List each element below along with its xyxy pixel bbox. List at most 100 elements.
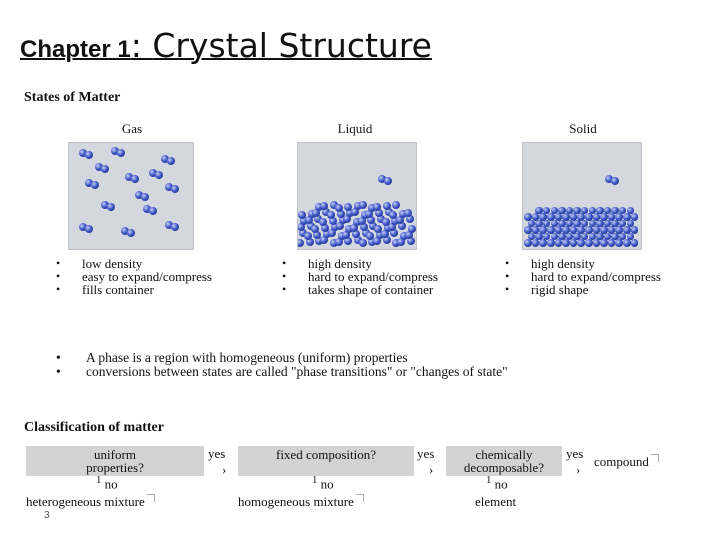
molecule-dot bbox=[573, 232, 581, 241]
molecule-dot bbox=[569, 213, 578, 221]
molecule-dot bbox=[531, 213, 540, 221]
gas-prop: low density bbox=[56, 257, 236, 270]
molecule-dot bbox=[577, 226, 585, 234]
molecule-dot bbox=[588, 219, 597, 228]
molecule-dot bbox=[547, 239, 555, 247]
yes-label: yes bbox=[566, 446, 584, 461]
molecule-dot bbox=[321, 224, 330, 232]
molecule-dot bbox=[378, 175, 386, 183]
molecule-dot bbox=[398, 222, 407, 230]
molecule-dot bbox=[623, 213, 631, 221]
molecule-dot bbox=[300, 217, 308, 225]
molecule-dot bbox=[618, 206, 627, 215]
molecule-dot bbox=[626, 232, 635, 241]
molecule-dot bbox=[360, 211, 369, 219]
decomposable-box-text: chemically decomposable? bbox=[463, 447, 545, 475]
molecule-dot bbox=[527, 219, 536, 228]
molecule-dot bbox=[389, 211, 398, 219]
title-topic: Crystal Structure bbox=[152, 26, 432, 65]
molecule-dot bbox=[585, 213, 593, 221]
result-element: element bbox=[475, 494, 517, 509]
molecule-dot bbox=[400, 232, 409, 240]
molecule-dot bbox=[365, 210, 374, 218]
molecule-dot bbox=[562, 226, 570, 234]
molecule-dot bbox=[366, 232, 375, 240]
molecule-dot bbox=[345, 225, 354, 233]
molecule-dot bbox=[585, 226, 593, 234]
molecule-dot bbox=[603, 206, 612, 215]
molecule-dot bbox=[603, 219, 612, 228]
molecule-dot bbox=[343, 215, 352, 223]
molecule-dot bbox=[383, 224, 392, 232]
molecule-dot bbox=[353, 202, 362, 210]
molecule-dot bbox=[320, 236, 329, 244]
molecule-dot bbox=[531, 226, 540, 234]
molecule-dot bbox=[171, 185, 179, 193]
molecule-dot bbox=[558, 206, 566, 215]
molecule-dot bbox=[143, 205, 151, 213]
molecule-dot bbox=[403, 209, 412, 217]
molecule-dot bbox=[630, 213, 639, 221]
molecule-dot bbox=[357, 217, 366, 225]
molecule-dot bbox=[399, 210, 408, 218]
solid-prop: rigid shape bbox=[505, 283, 685, 296]
molecule-dot bbox=[344, 237, 353, 245]
molecule-dot bbox=[406, 237, 415, 245]
molecule-dot bbox=[329, 201, 338, 209]
molecule-dot bbox=[367, 216, 376, 224]
molecule-dot bbox=[353, 236, 362, 244]
molecule-dot bbox=[392, 239, 401, 247]
solid-illustration bbox=[522, 142, 642, 250]
molecule-dot bbox=[382, 202, 391, 210]
molecule-dot bbox=[335, 222, 344, 230]
molecule-dot bbox=[165, 221, 173, 229]
molecule-dot bbox=[542, 206, 551, 215]
molecule-dot bbox=[359, 223, 368, 231]
solid-props: high density hard to expand/compress rig… bbox=[505, 257, 685, 296]
no-branch-1: 1 no bbox=[96, 474, 118, 492]
molecule-dot bbox=[369, 222, 378, 230]
molecule-dot bbox=[573, 206, 581, 215]
molecule-dot bbox=[524, 213, 532, 221]
molecule-dot bbox=[531, 239, 540, 247]
fixed-box-text: fixed composition? bbox=[275, 447, 376, 462]
molecule-dot bbox=[596, 206, 604, 215]
molecule-dot bbox=[611, 206, 619, 215]
molecule-dot bbox=[337, 232, 346, 240]
note-phase-text: A phase is a region with homogeneous (un… bbox=[86, 350, 408, 365]
molecule-dot bbox=[299, 229, 307, 237]
molecule-dot bbox=[380, 230, 389, 238]
molecule-dot bbox=[377, 215, 385, 223]
molecule-dot bbox=[85, 151, 93, 159]
states-heading: States of Matter bbox=[24, 90, 121, 105]
molecule-dot bbox=[615, 226, 623, 234]
molecule-dot bbox=[607, 213, 616, 221]
molecule-dot bbox=[607, 239, 616, 247]
molecule-dot bbox=[618, 232, 627, 241]
molecule-dot bbox=[165, 183, 173, 191]
molecule-dot bbox=[330, 223, 339, 231]
yes-arrow-1: yes› bbox=[208, 446, 227, 477]
molecule-dot bbox=[562, 213, 570, 221]
gas-props: low density easy to expand/compress fill… bbox=[56, 257, 236, 296]
title-chapter: Chapter 1 bbox=[20, 36, 131, 63]
molecule-dot bbox=[524, 239, 532, 247]
molecule-dot bbox=[615, 239, 623, 247]
molecule-dot bbox=[358, 239, 367, 247]
result-heterogeneous: heterogeneous mixture bbox=[26, 494, 155, 510]
molecule-dot bbox=[344, 203, 353, 211]
molecule-dot bbox=[592, 239, 601, 247]
molecule-dot bbox=[539, 213, 547, 221]
molecule-dot bbox=[558, 219, 566, 228]
molecule-dot bbox=[117, 149, 125, 157]
molecule-dot bbox=[350, 208, 359, 216]
molecule-dot bbox=[577, 239, 585, 247]
liquid-prop: high density bbox=[282, 257, 462, 270]
molecule-dot bbox=[95, 163, 103, 171]
molecule-dot bbox=[384, 177, 392, 185]
molecule-dot bbox=[171, 223, 179, 231]
liquid-illustration bbox=[297, 142, 417, 250]
uniform-box: uniform properties? bbox=[26, 446, 204, 476]
molecule-dot bbox=[305, 238, 314, 246]
molecule-dot bbox=[358, 201, 367, 209]
